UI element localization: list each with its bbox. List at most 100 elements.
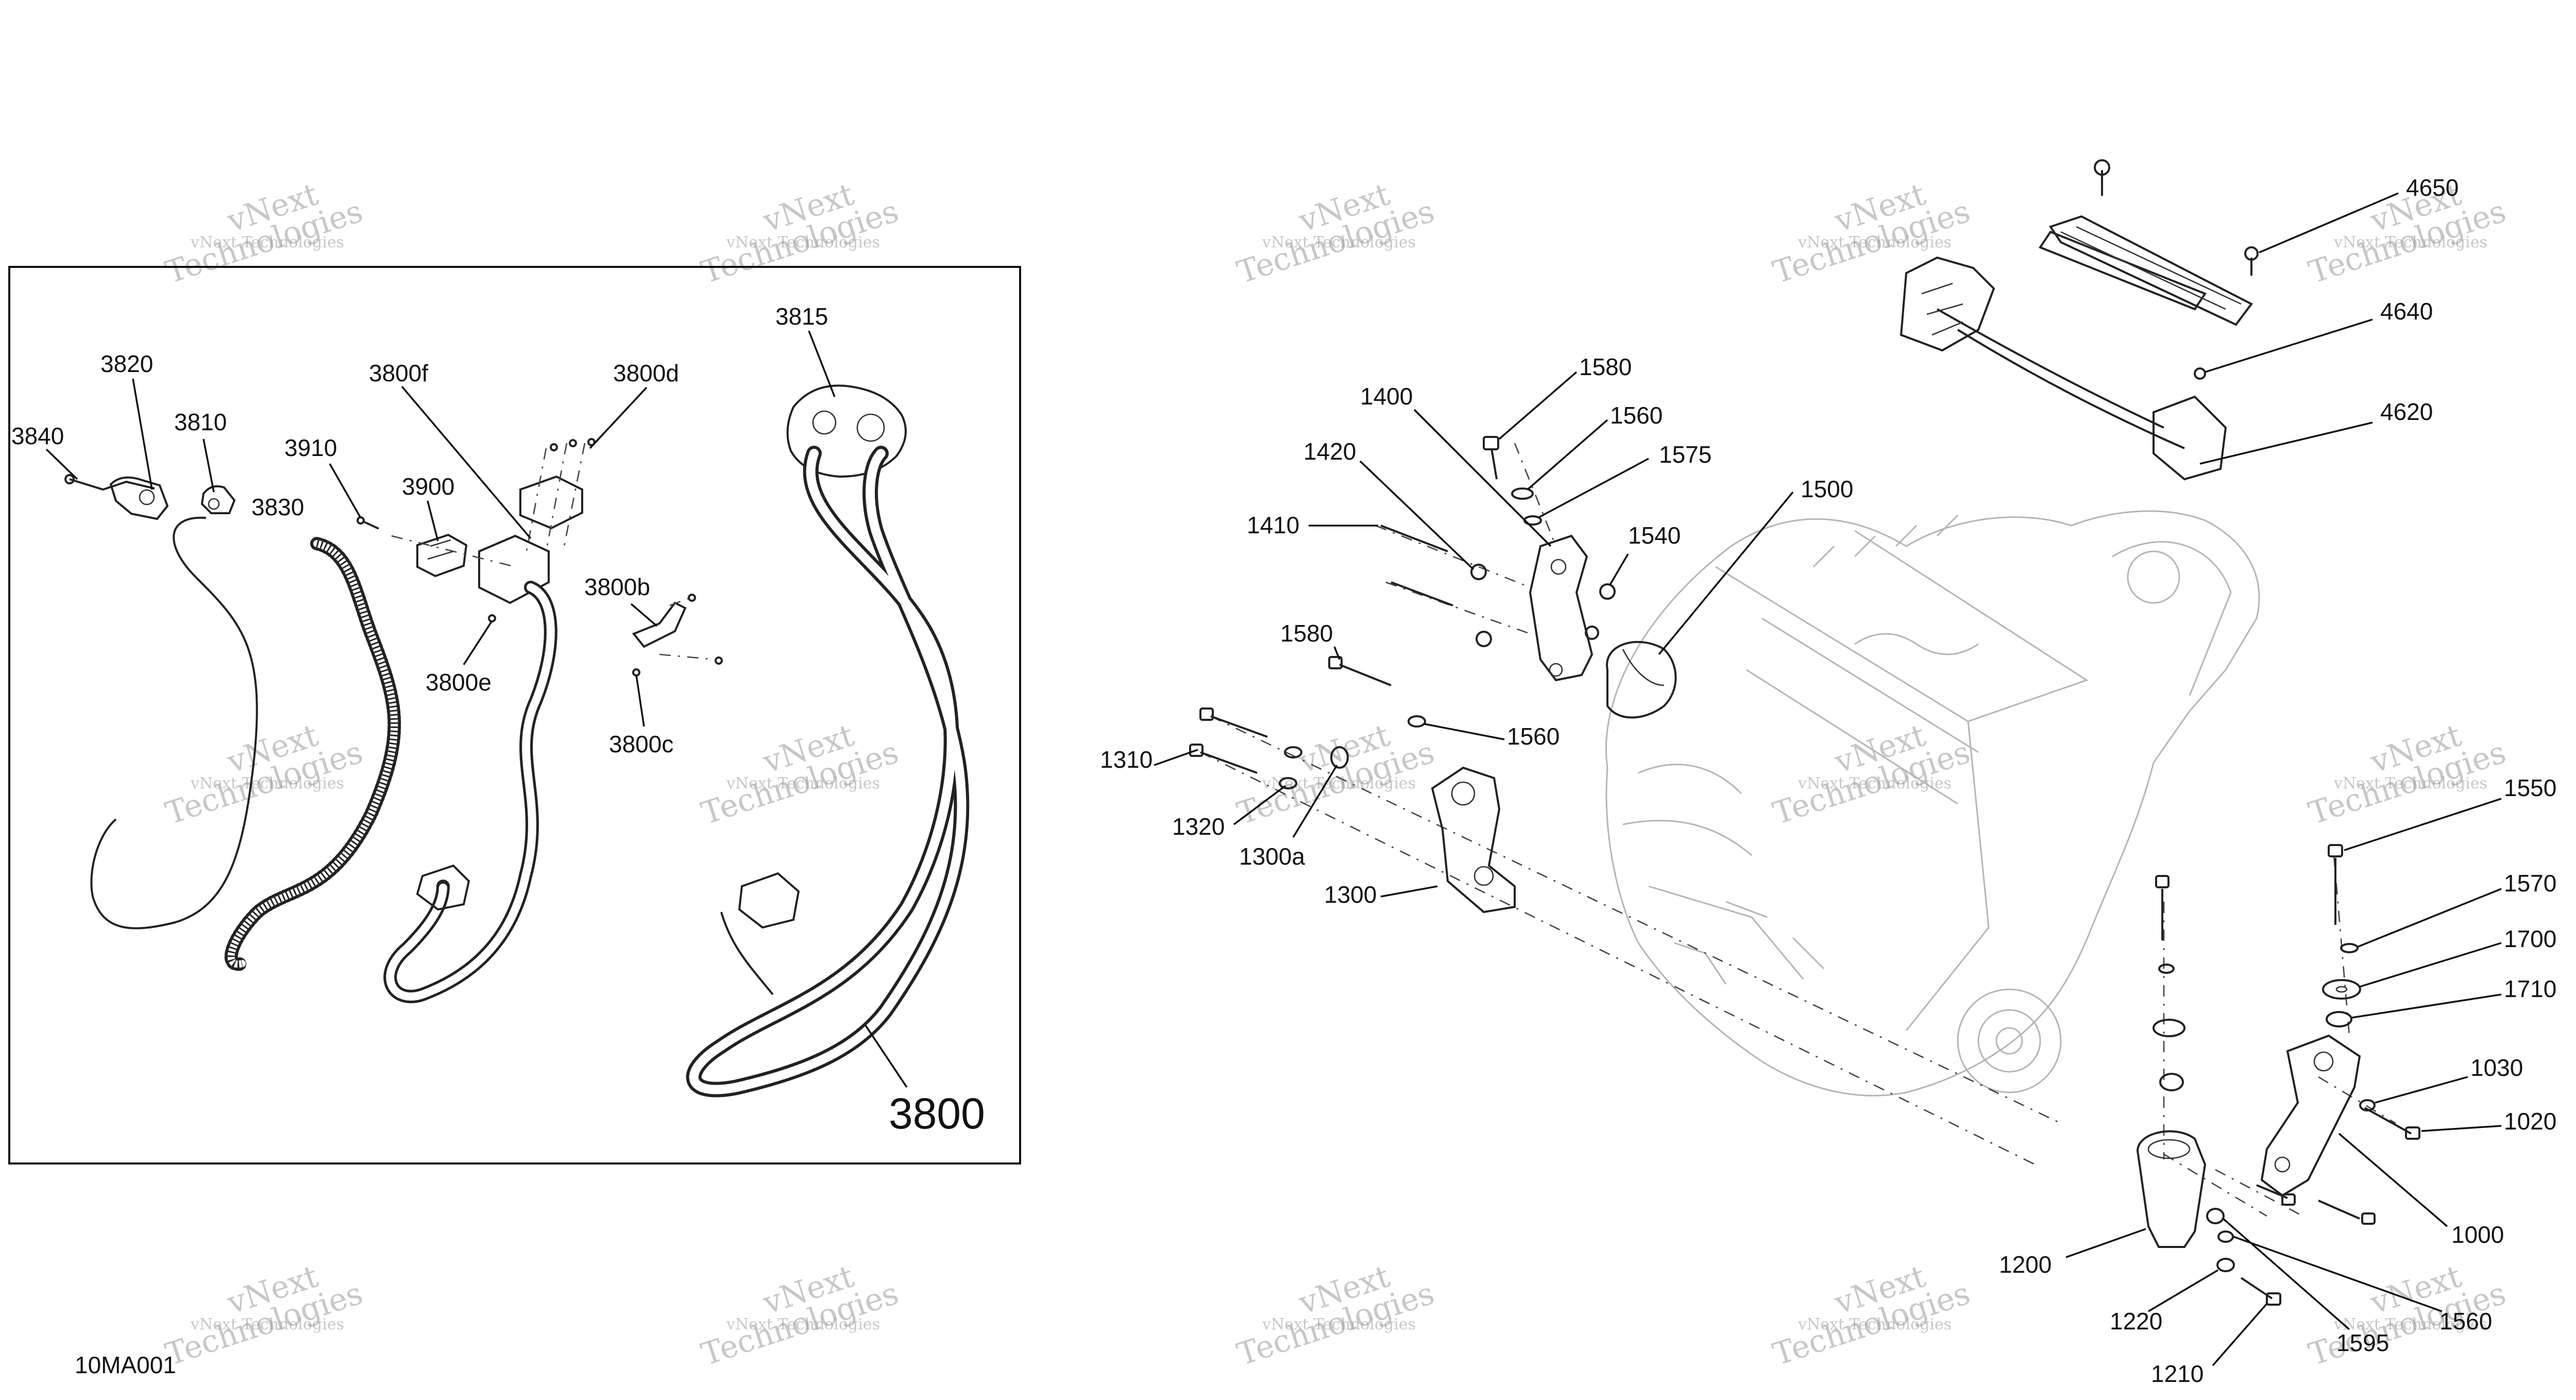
part-1410-bolts: [1380, 525, 1492, 647]
leader-1030: [2375, 1076, 2468, 1104]
callout-3910: 3910: [284, 434, 337, 461]
watermark: vNext Technologies vNext Technologies: [1769, 1258, 1974, 1373]
part-1300-mount: [1431, 766, 1516, 914]
leader-3800b: [630, 603, 658, 627]
leader-1580b: [1333, 646, 1341, 660]
part-1595-spacer: [2206, 1208, 2225, 1224]
leader-1500: [1658, 491, 1794, 655]
callout-4640: 4640: [2380, 298, 2433, 325]
callout-1000: 1000: [2451, 1221, 2504, 1248]
leader-1320: [1233, 785, 1286, 825]
leader-3815: [808, 330, 836, 397]
callout-1550: 1550: [2504, 774, 2556, 801]
part-3800b-bracket: [632, 594, 723, 677]
inset-leaders: [45, 330, 908, 1088]
callout-1560c: 1560: [2439, 1308, 2492, 1335]
leader-1540: [1609, 553, 1629, 585]
watermark: vNext Technologies vNext Technologies: [1233, 176, 1438, 291]
callout-1200: 1200: [1999, 1251, 2052, 1278]
part-1000-bracket: [2260, 1034, 2361, 1197]
leader-3800e: [463, 620, 493, 665]
watermark: vNext Technologies vNext Technologies: [1233, 1258, 1438, 1373]
leader-1560b: [1424, 723, 1505, 740]
watermark-text: vNext Technologies: [2333, 233, 2487, 251]
engine-block: [1605, 510, 2260, 1097]
callout-1300: 1300: [1324, 881, 1377, 908]
callout-1310: 1310: [1100, 746, 1153, 773]
watermark-text: vNext Technologies: [190, 774, 344, 792]
part-3810: [90, 485, 258, 930]
leader-1570: [2357, 888, 2502, 948]
leader-1550: [2344, 798, 2502, 851]
watermark-text: vNext Technologies: [190, 1315, 344, 1334]
main-leaders: [1154, 192, 2502, 1367]
leader-1580a: [1498, 371, 1578, 440]
watermark: vNext Technologies vNext Technologies: [161, 717, 367, 832]
callout-3840: 3840: [11, 423, 64, 449]
part-1210-bolt: [2240, 1277, 2281, 1306]
callout-1540: 1540: [1628, 522, 1681, 549]
part-3840: [64, 474, 155, 491]
leader-1595: [2222, 1218, 2350, 1330]
leader-1560a: [1527, 419, 1608, 491]
callout-3800f: 3800f: [369, 360, 428, 386]
watermark-layer: vNext Technologies vNext Technologies vN…: [161, 176, 2510, 1373]
leader-1560c: [2233, 1236, 2443, 1312]
part-1540-nut: [1585, 583, 1616, 640]
watermark-text: vNext Technologies: [1262, 233, 1416, 251]
inset-callouts: 3840 3820 3810 3830 3910 3900 3800f 3800…: [11, 303, 985, 1138]
part-4650-module: [2048, 215, 2253, 326]
part-3800-module: [383, 438, 596, 1003]
callout-3800d: 3800d: [613, 360, 679, 386]
watermark-text: vNext Technologies: [2333, 1315, 2487, 1334]
callout-1300a: 1300a: [1239, 843, 1305, 870]
leader-1420: [1359, 460, 1475, 570]
leader-1300a: [1292, 765, 1338, 838]
watermark: vNext Technologies vNext Technologies: [697, 717, 903, 832]
center-stack-1200: [2153, 875, 2185, 1091]
callout-3800c: 3800c: [609, 731, 673, 757]
watermark-text: vNext Technologies: [1798, 233, 1952, 251]
inset-frame: [8, 266, 1021, 1165]
part-1570-washer: [2340, 943, 2359, 953]
callout-1560a: 1560: [1610, 402, 1663, 429]
leader-1220: [2148, 1269, 2218, 1312]
leader-3800f: [401, 385, 532, 539]
leader-1210: [2212, 1303, 2268, 1367]
main-callouts: 4650 4640 4620 1580 1560 1575 1400 1420 …: [1100, 174, 2556, 1387]
callout-3830: 3830: [251, 494, 304, 520]
watermark-text: vNext Technologies: [1262, 1315, 1416, 1334]
watermark-text: vNext Technologies: [726, 1315, 880, 1334]
leader-3810: [202, 438, 215, 493]
part-3820: [109, 476, 169, 520]
watermark: vNext Technologies vNext Technologies: [697, 1258, 903, 1373]
callout-3800: 3800: [889, 1089, 985, 1138]
callout-3800b: 3800b: [584, 574, 650, 600]
callout-1595: 1595: [2336, 1329, 2389, 1356]
part-4620-ecu-harness: [1900, 230, 2227, 481]
leader-3800d: [589, 386, 648, 449]
watermark-text: vNext Technologies: [726, 774, 880, 792]
callout-1500: 1500: [1801, 476, 1853, 502]
part-1300a-bushing: [1330, 746, 1349, 769]
callout-1710: 1710: [2504, 975, 2556, 1002]
watermark: vNext Technologies vNext Technologies: [1769, 717, 1974, 832]
watermark: vNext Technologies vNext Technologies: [161, 176, 367, 291]
part-1560-washer-b: [1408, 715, 1426, 728]
part-1560-washer-a: [1511, 487, 1534, 500]
callout-1210: 1210: [2151, 1360, 2204, 1387]
callout-1320: 1320: [1172, 813, 1225, 840]
document-code: 10MA001: [75, 1352, 176, 1378]
part-1560-washer-c: [2217, 1230, 2234, 1243]
watermark-text: vNext Technologies: [726, 233, 880, 251]
callout-1580b: 1580: [1280, 620, 1333, 647]
watermark: vNext Technologies vNext Technologies: [161, 1258, 367, 1373]
leader-3900: [427, 500, 439, 542]
leader-4620: [2199, 421, 2373, 465]
watermark: vNext Technologies vNext Technologies: [1769, 176, 1974, 291]
part-1200-mount: [2137, 1130, 2207, 1248]
callout-3820: 3820: [100, 350, 153, 377]
watermark: vNext Technologies vNext Technologies: [2304, 717, 2510, 832]
watermark-text: vNext Technologies: [190, 233, 344, 251]
